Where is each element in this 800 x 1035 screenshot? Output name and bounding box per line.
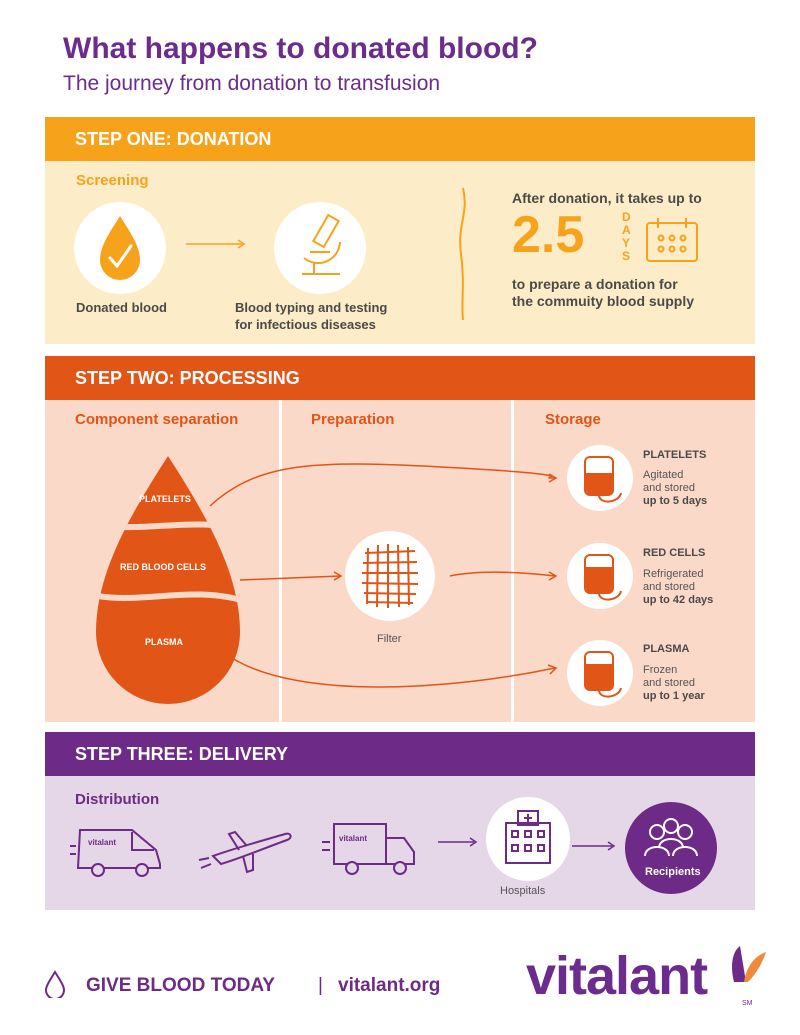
van-icon	[70, 829, 161, 877]
plasma-bag-circle	[567, 640, 633, 706]
blood-bag-icon	[584, 456, 622, 503]
squiggle-divider	[459, 187, 466, 321]
storage-platelets-line1: Agitated	[643, 469, 684, 481]
screening-label: Screening	[76, 172, 149, 189]
storage-platelets-line3: up to 5 days	[643, 495, 708, 507]
arrow-icon	[572, 841, 616, 851]
van-brand-text: vitalant	[88, 838, 117, 847]
storage-red-cells-title: RED CELLS	[643, 547, 706, 559]
testing-label-2: for infectious diseases	[235, 317, 376, 332]
logo-sm-mark: SM	[742, 1000, 753, 1007]
step-three-banner: STEP THREE: DELIVERY	[45, 732, 755, 776]
people-icon	[644, 818, 698, 857]
arrow-icon	[438, 837, 478, 847]
step-one-banner: STEP ONE: DONATION	[45, 117, 755, 161]
page-subtitle: The journey from donation to transfusion	[63, 72, 441, 95]
storage-plasma-line3: up to 1 year	[643, 690, 705, 702]
recipients-circle	[625, 802, 717, 894]
calendar-icon	[646, 218, 698, 262]
storage-plasma-title: PLASMA	[643, 643, 690, 655]
microscope-icon	[302, 213, 341, 275]
drop-label-plasma: PLASMA	[145, 637, 183, 647]
component-separation-label: Component separation	[75, 411, 239, 428]
column-divider-1	[279, 400, 282, 722]
truck-brand-text: vitalant	[339, 834, 368, 843]
storage-label: Storage	[545, 411, 601, 428]
storage-red-cells-line3: up to 42 days	[643, 594, 714, 606]
processing-arrows	[209, 463, 558, 688]
storage-platelets-title: PLATELETS	[643, 449, 707, 461]
donated-blood-icon-circle	[74, 202, 166, 294]
blood-drop-icon	[44, 970, 66, 998]
distribution-label: Distribution	[75, 791, 160, 808]
arrow-icon	[186, 239, 246, 249]
storage-plasma-line2: and stored	[643, 677, 695, 689]
storage-red-cells-line1: Refrigerated	[643, 568, 704, 580]
filter-circle	[345, 531, 435, 621]
fact-line-2: the commuity blood supply	[512, 293, 695, 309]
drop-label-red-blood-cells: RED BLOOD CELLS	[120, 562, 207, 572]
red-cells-bag-circle	[567, 543, 633, 609]
airplane-icon	[198, 830, 292, 874]
hospital-icon	[505, 810, 551, 864]
donated-blood-label: Donated blood	[76, 300, 167, 315]
filter-label: Filter	[377, 633, 402, 645]
hospital-circle	[486, 797, 570, 881]
column-divider-2	[511, 400, 514, 722]
separated-blood-drop	[96, 456, 240, 704]
vitalant-logo: vitalant	[526, 946, 708, 1006]
recipients-label: Recipients	[645, 866, 701, 878]
storage-red-cells-line2: and stored	[643, 581, 695, 593]
blood-drop-check-icon	[100, 216, 140, 280]
filter-mesh-icon	[361, 544, 419, 608]
fact-unit: DAYS	[622, 210, 631, 263]
footer-url[interactable]: vitalant.org	[338, 975, 441, 996]
testing-label-1: Blood typing and testing	[235, 300, 388, 315]
step-two-banner: STEP TWO: PROCESSING	[45, 356, 755, 400]
page-title: What happens to donated blood?	[63, 32, 538, 65]
truck-icon	[322, 823, 415, 875]
storage-platelets-line2: and stored	[643, 482, 695, 494]
blood-bag-icon	[584, 554, 622, 601]
storage-plasma-line1: Frozen	[643, 664, 678, 676]
footer-cta: GIVE BLOOD TODAY	[86, 975, 275, 996]
footer-separator: |	[318, 975, 323, 996]
preparation-label: Preparation	[311, 411, 395, 428]
testing-icon-circle	[274, 202, 366, 294]
logo-flower-icon	[732, 946, 766, 982]
hospitals-label: Hospitals	[500, 885, 546, 897]
fact-line-1: to prepare a donation for	[512, 276, 678, 292]
fact-number: 2.5	[512, 206, 585, 264]
fact-intro: After donation, it takes up to	[512, 190, 702, 206]
platelets-bag-circle	[567, 445, 633, 511]
blood-bag-icon	[584, 651, 622, 698]
drop-label-platelets: PLATELETS	[139, 494, 191, 504]
